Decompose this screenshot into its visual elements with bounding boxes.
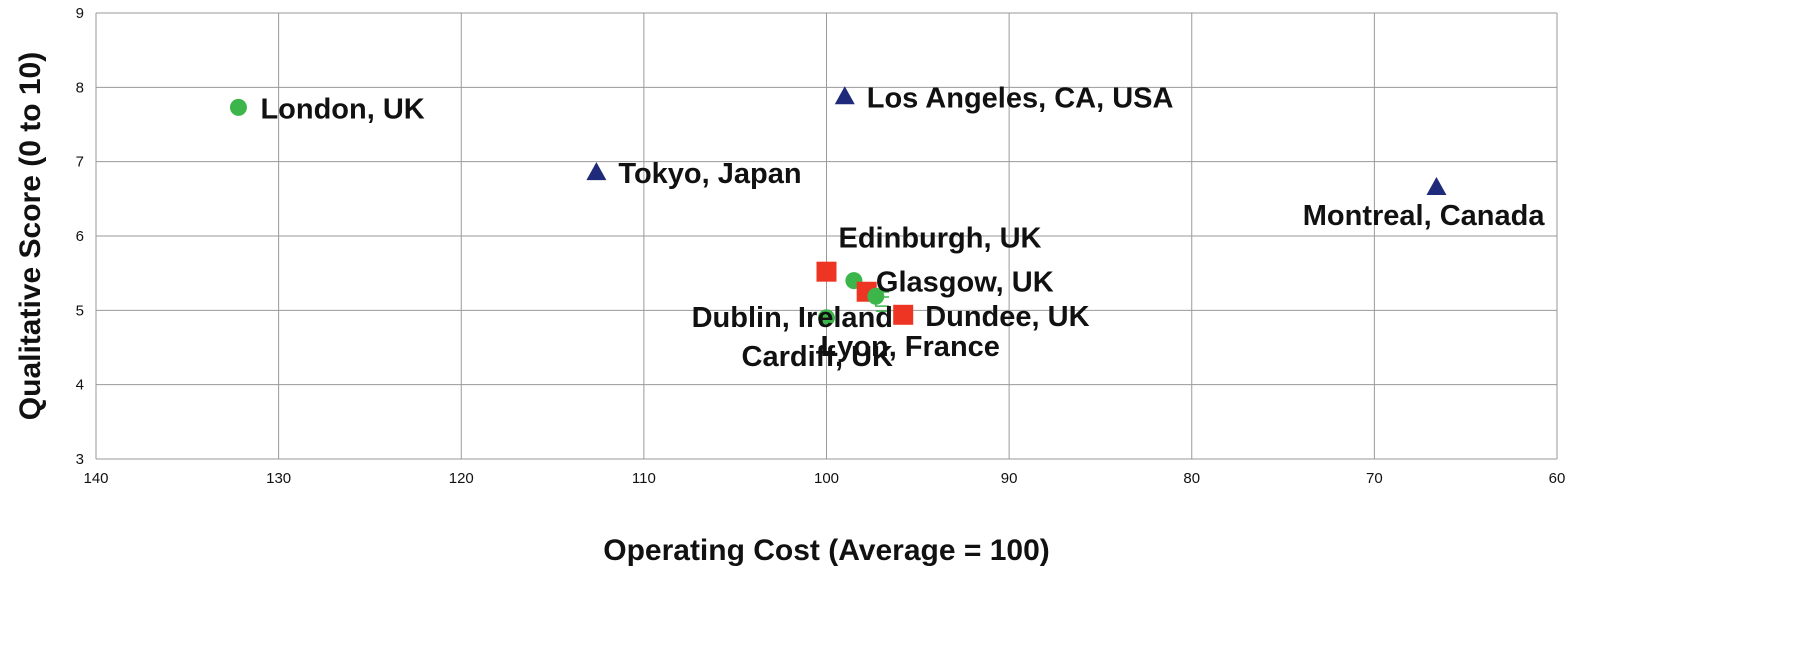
point-label: Los Angeles, CA, USA <box>867 82 1174 114</box>
point-label: Cardiff, UK <box>742 341 894 373</box>
x-axis-title: Operating Cost (Average = 100) <box>603 534 1050 567</box>
point-label: Montreal, Canada <box>1303 200 1546 232</box>
x-tick-label: 70 <box>1366 470 1383 487</box>
grid-layer <box>95 12 1558 460</box>
point-circle <box>867 287 885 305</box>
point-triangle <box>834 86 855 105</box>
y-tick-labels: 3 4 5 6 7 8 9 <box>76 5 84 468</box>
y-tick-label: 5 <box>76 302 84 319</box>
x-tick-label: 80 <box>1183 470 1200 487</box>
point-square <box>816 261 837 282</box>
point-label: London, UK <box>260 93 424 125</box>
y-tick-label: 4 <box>76 377 84 394</box>
point-label: Lyon, France <box>821 331 1000 363</box>
point-square <box>893 304 914 325</box>
y-tick-label: 3 <box>76 451 84 468</box>
y-tick-label: 8 <box>76 79 84 96</box>
point-label: Edinburgh, UK <box>839 223 1042 255</box>
y-tick-label: 9 <box>76 5 84 22</box>
point-triangle <box>586 162 607 181</box>
x-tick-label: 130 <box>266 470 291 487</box>
point-circle <box>229 98 247 116</box>
x-tick-labels: 140 130 120 110 100 90 80 70 60 <box>83 470 1565 487</box>
point-triangle <box>1426 176 1447 195</box>
y-axis-title: Qualitative Score (0 to 10) <box>14 52 47 420</box>
point-label: Dundee, UK <box>925 301 1089 333</box>
y-tick-label: 6 <box>76 228 84 245</box>
point-label: Tokyo, Japan <box>618 158 801 190</box>
point-circle <box>818 309 835 327</box>
point-label: Dublin, Ireland <box>692 302 893 334</box>
point-label: Glasgow, UK <box>876 267 1054 299</box>
x-tick-label: 110 <box>632 470 656 487</box>
x-tick-label: 90 <box>1001 470 1018 487</box>
point-labels: London, UK Los Angeles, CA, USA Tokyo, Jap… <box>260 82 1545 373</box>
y-tick-label: 7 <box>76 154 84 171</box>
x-tick-label: 120 <box>449 470 474 487</box>
x-tick-label: 140 <box>83 470 108 487</box>
data-points <box>229 86 1447 327</box>
x-tick-label: 60 <box>1549 470 1566 487</box>
x-tick-label: 100 <box>814 470 839 487</box>
